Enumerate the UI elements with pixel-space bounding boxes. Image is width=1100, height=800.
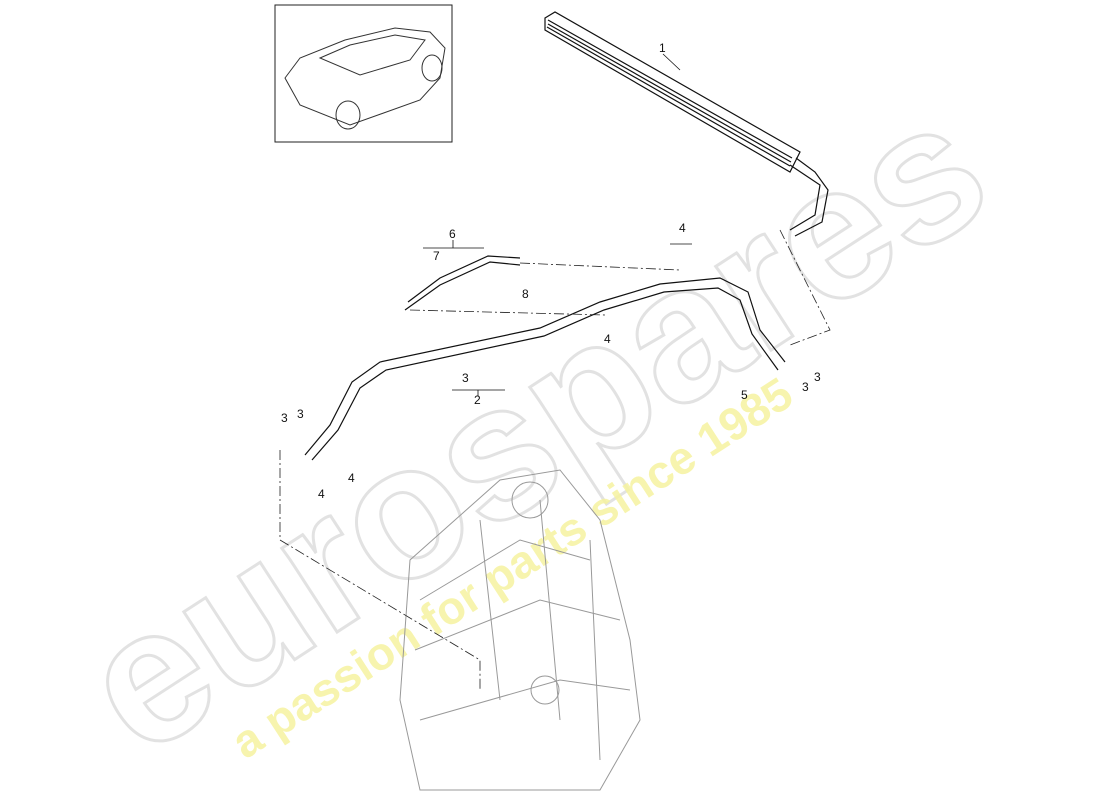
callout-3: 3 [462,371,469,385]
callout-4: 4 [679,221,686,235]
guide-lines [279,229,831,690]
callout-2: 2 [474,393,481,407]
callout-3: 3 [281,411,288,425]
watermark: eurospares a passion for parts since 198… [45,57,1023,796]
callouts: 1 6 7 8 4 4 3 2 3 3 4 4 5 3 3 [281,41,821,501]
watermark-brand: eurospares [47,59,1022,795]
transmission-housing [399,469,641,791]
oil-cooler-radiator [544,11,829,237]
callout-3: 3 [297,407,304,421]
callout-5: 5 [741,388,748,402]
callout-4: 4 [318,487,325,501]
callout-4: 4 [348,471,355,485]
callout-8: 8 [522,287,529,301]
callout-1: 1 [659,41,666,55]
callout-3: 3 [814,370,821,384]
callout-6: 6 [449,227,456,241]
oil-lines [304,255,786,461]
car-thumbnail-icon [274,4,453,143]
callout-brackets [423,53,692,396]
callout-4: 4 [604,332,611,346]
callout-3: 3 [802,380,809,394]
callout-7: 7 [433,249,440,263]
